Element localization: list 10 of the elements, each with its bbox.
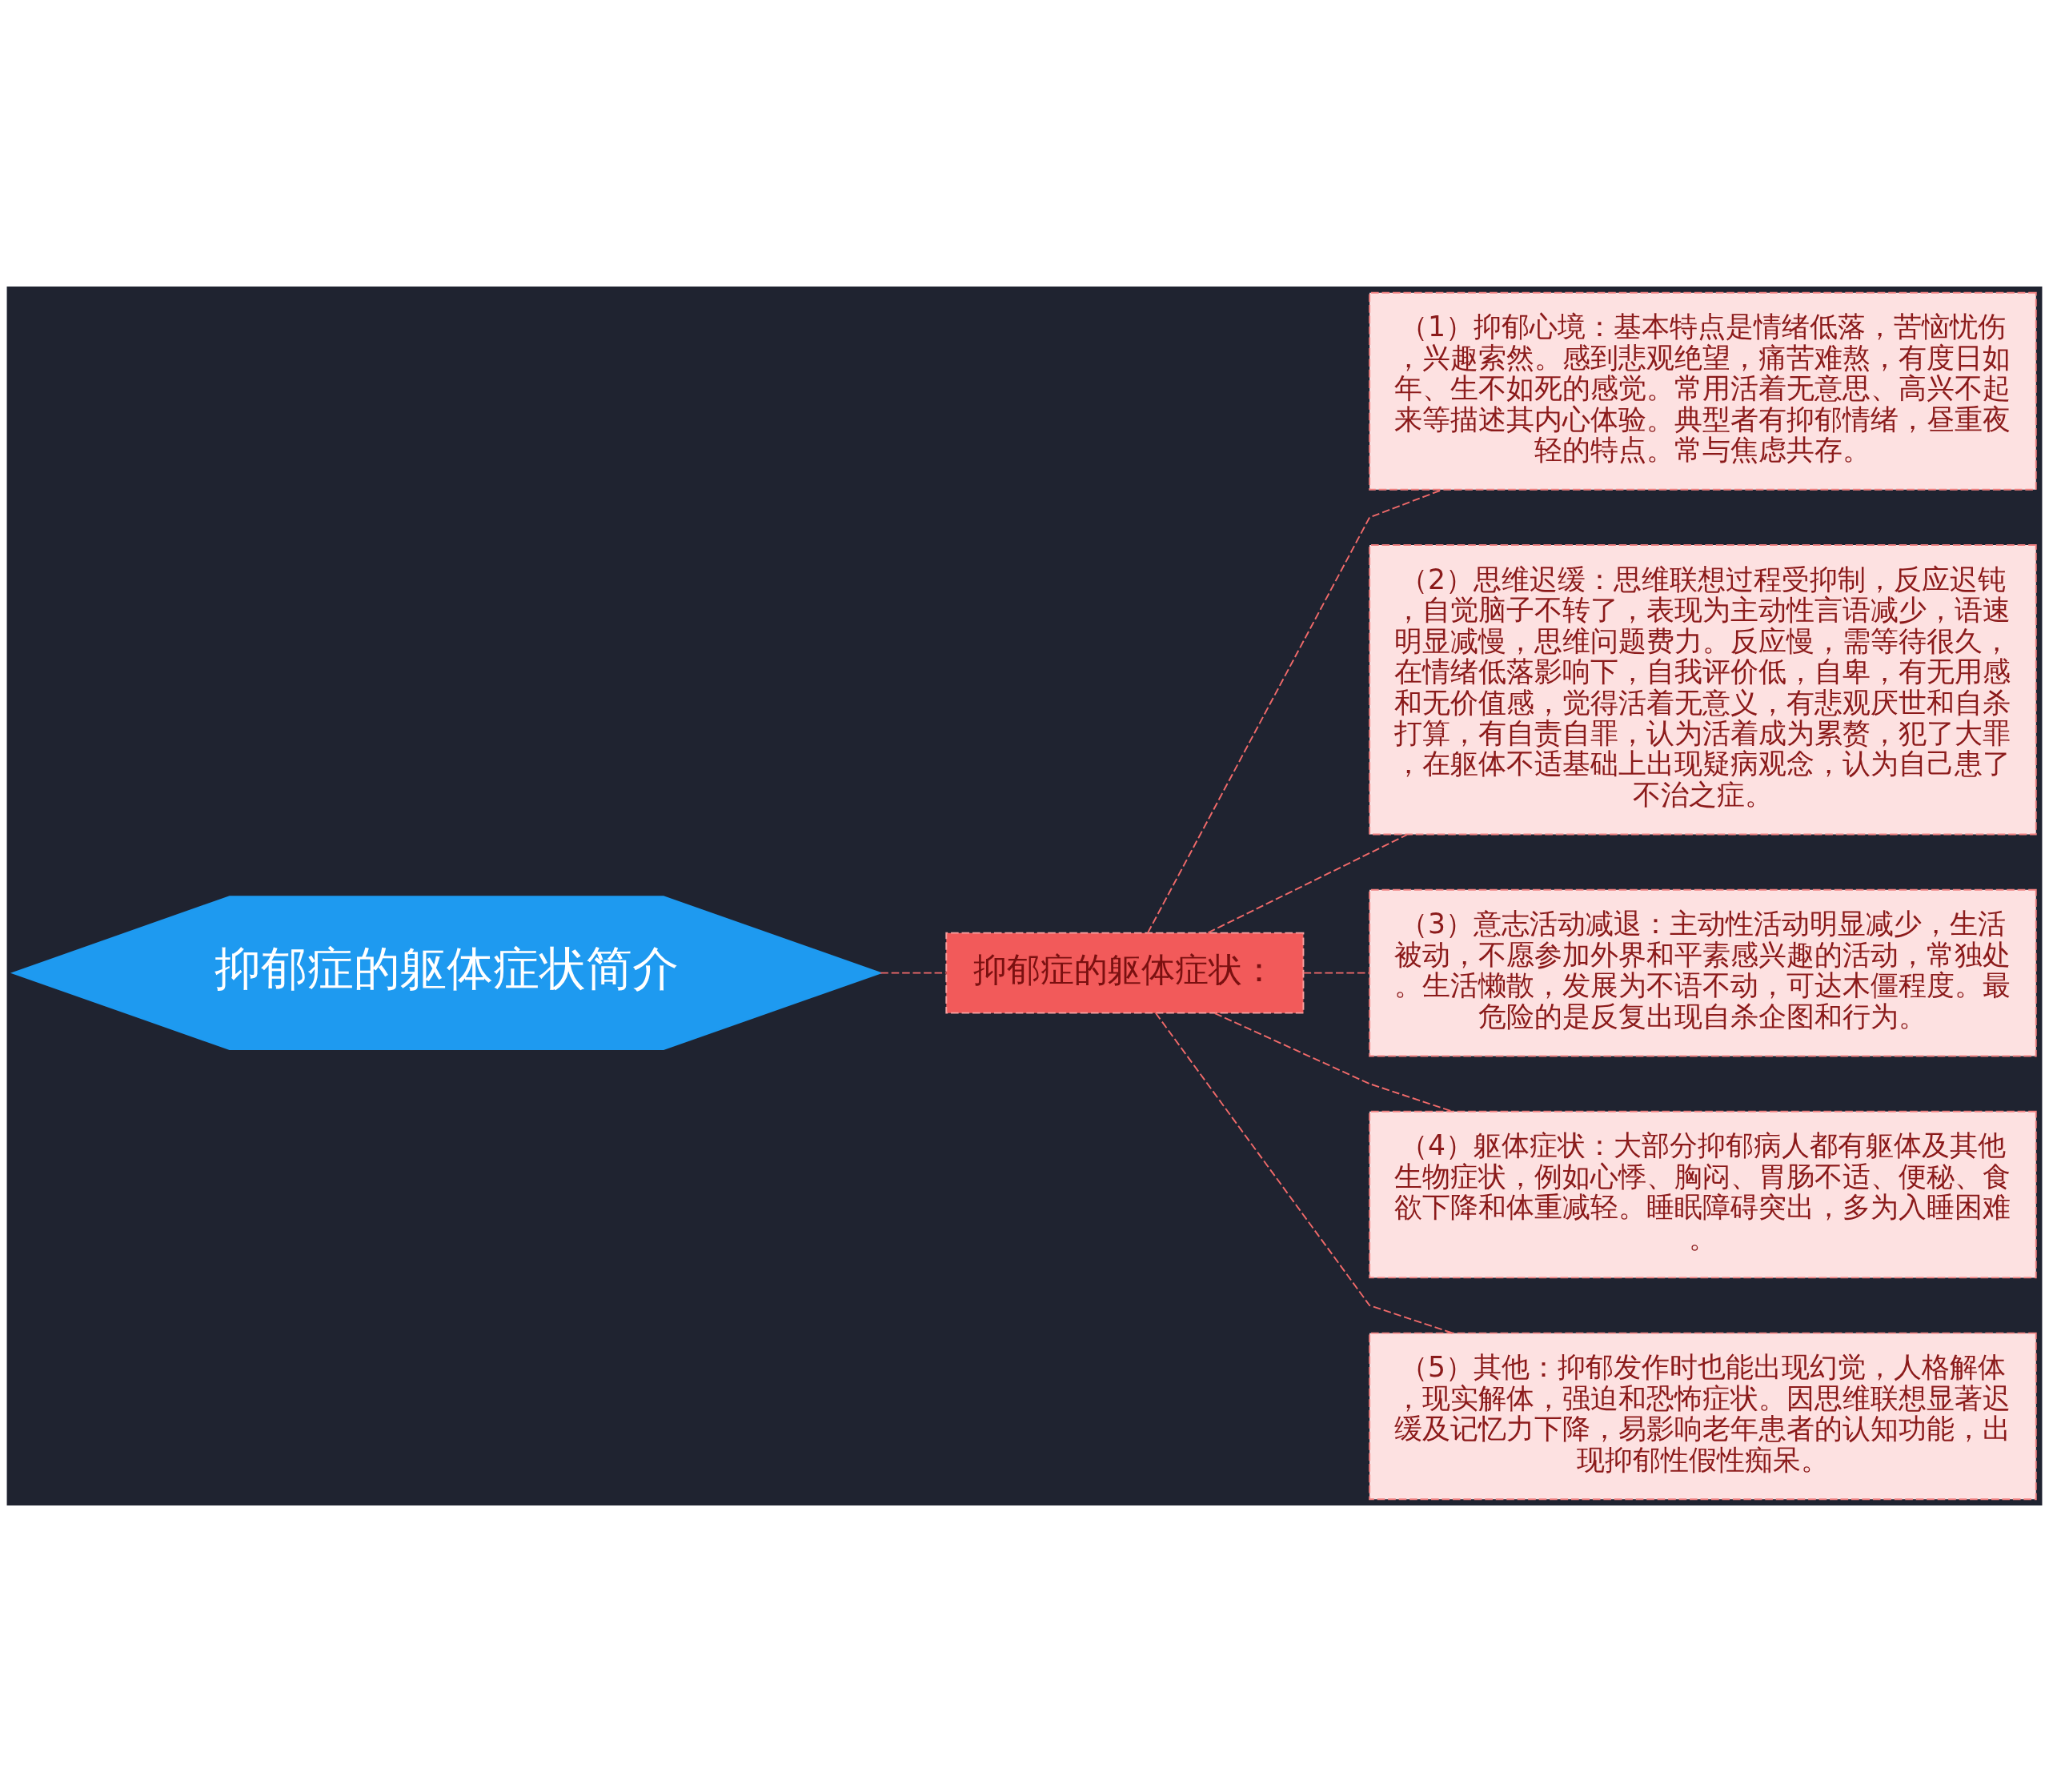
node-box: 抑郁症的躯体症状： bbox=[945, 932, 1305, 1014]
node-box: （3）意志活动减退：主动性活动明显减少，生活被动，不愿参加外界和平素感兴趣的活动，常独处。生活懒散，发展为不语不动，可达木僵程度。最危险的是反复出现自杀企图和行为。 bbox=[1369, 888, 2037, 1057]
connector bbox=[1154, 1012, 1454, 1334]
connector bbox=[880, 972, 948, 974]
node-box: （5）其他：抑郁发作时也能出现幻觉，人格解体，现实解体，强迫和恐怖症状。因思维联想显著迟缓及记忆力下降，易影响老年患者的认知功能，出现抑郁性假性痴呆。 bbox=[1369, 1332, 2037, 1501]
node-box: （1）抑郁心境：基本特点是情绪低落，苦恼忧伤，兴趣索然。感到悲观绝望，痛苦难熬，有度日如年、生不如死的感觉。常用活着无意思、高兴不起来等描述其内心体验。典型者有抑郁情绪，昼重夜轻的特点。常与焦虑共存。 bbox=[1369, 291, 2037, 491]
node-box: （2）思维迟缓：思维联想过程受抑制，反应迟钝，自觉脑子不转了，表现为主动性言语减少，语速明显减慢，思维问题费力。反应慢，需等待很久，在情绪低落影响下，自我评价低，自卑，有无用感和无价值感，觉得活着无意义，有悲观厌世和自杀打算，有自责自罪，认为活着成为累赘，犯了大罪，在躯体不适基础上出现疑病观念，认为自己患了不治之症。 bbox=[1369, 544, 2037, 836]
node-box: （4）躯体症状：大部分抑郁病人都有躯体及其他生物症状，例如心悸、胸闷、胃肠不适、便秘、食欲下降和体重减轻。睡眠障碍突出，多为入睡困难。 bbox=[1369, 1110, 2037, 1279]
connector bbox=[1302, 972, 1370, 974]
connector bbox=[1207, 834, 1408, 934]
